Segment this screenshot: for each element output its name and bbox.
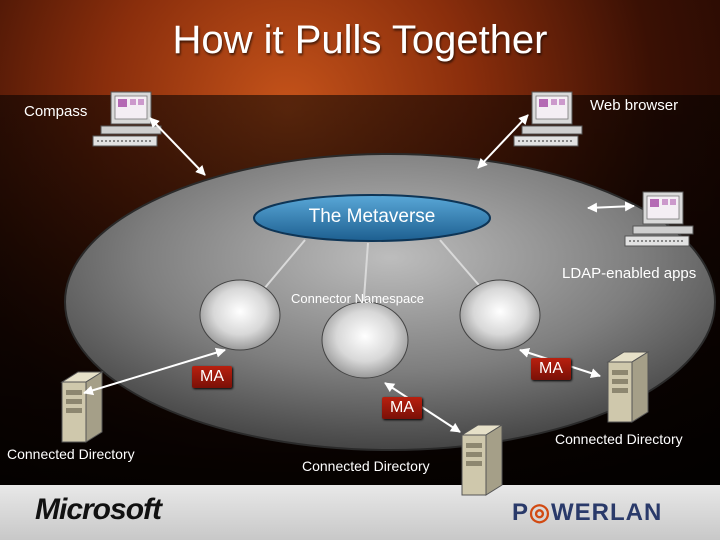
powerlan-logo-prefix: P bbox=[512, 499, 530, 526]
connected-directory-right-label: Connected Directory bbox=[555, 431, 683, 447]
server-icon-right bbox=[607, 351, 649, 423]
powerlan-o-icon: ◎ bbox=[529, 499, 551, 526]
connected-directory-left-label: Connected Directory bbox=[7, 446, 135, 462]
ma-badge-left: MA bbox=[192, 366, 232, 388]
metaverse-node bbox=[253, 194, 491, 242]
arrow-directory-center bbox=[384, 382, 461, 433]
arrow-compass bbox=[149, 117, 206, 176]
server-icon-center bbox=[461, 424, 503, 496]
web-browser-label: Web browser bbox=[590, 97, 679, 114]
link-metaverse-left bbox=[257, 239, 306, 297]
powerlan-logo: P◎WERLAN bbox=[512, 498, 662, 527]
arrow-web-browser bbox=[477, 114, 529, 169]
slide-title: How it Pulls Together bbox=[172, 18, 548, 62]
link-metaverse-center bbox=[358, 242, 369, 313]
compass-label: Compass bbox=[24, 103, 88, 120]
connector-namespace-label: Connector Namespace bbox=[291, 291, 424, 306]
ma-badge-right: MA bbox=[531, 358, 571, 380]
arrow-directory-left bbox=[83, 347, 226, 396]
microsoft-logo: Microsoft bbox=[35, 493, 162, 526]
ma-badge-center: MA bbox=[382, 397, 422, 419]
connected-directory-center-label: Connected Directory bbox=[302, 458, 430, 474]
arrow-ldap-apps bbox=[587, 201, 635, 213]
powerlan-logo-suffix: WERLAN bbox=[550, 499, 663, 526]
metaverse-label: The Metaverse bbox=[308, 206, 436, 227]
footer-bar bbox=[0, 485, 720, 540]
connector-space-left bbox=[199, 279, 281, 351]
connector-space-right bbox=[459, 279, 541, 351]
ldap-apps-label: LDAP-enabled apps bbox=[562, 265, 697, 282]
connector-space-center bbox=[321, 301, 409, 379]
server-icon-left bbox=[61, 371, 103, 443]
